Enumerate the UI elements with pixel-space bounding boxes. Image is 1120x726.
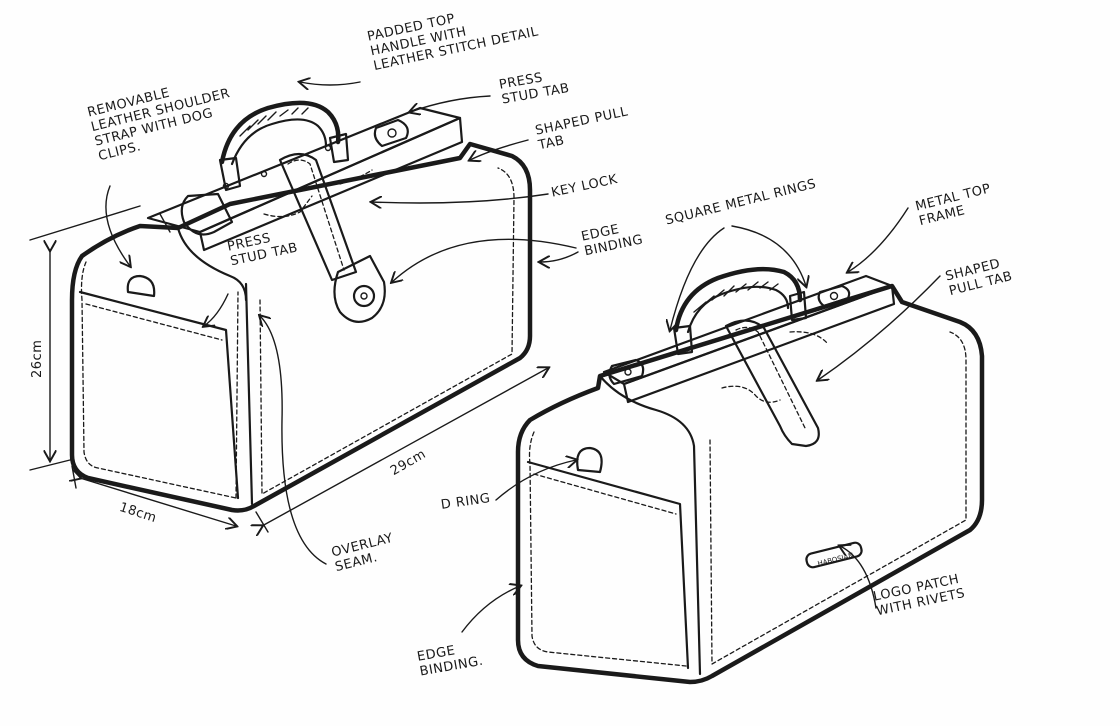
bag-left <box>69 100 533 513</box>
leader-arrows <box>105 82 941 633</box>
logo-patch-text: HABOSIAN <box>817 551 855 568</box>
dimension-lines <box>29 205 548 532</box>
label-height-dimension: 26cm <box>30 339 45 378</box>
bag-right: HABOSIAN <box>515 266 985 685</box>
